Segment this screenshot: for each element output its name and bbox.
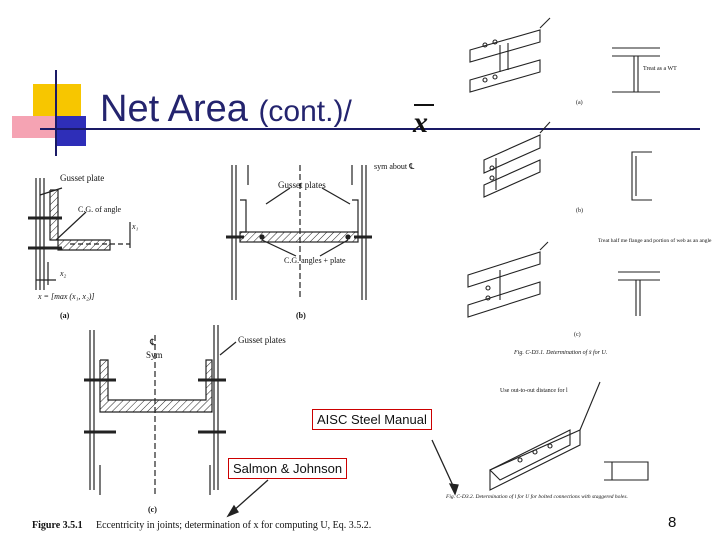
panel-c-caption: (c)	[148, 505, 157, 514]
slide-title-suffix: (cont.)/	[258, 95, 352, 128]
panel-a-drawing	[28, 178, 131, 290]
panel-a-x1-label: x₁	[131, 222, 139, 231]
figure-caption-number: Figure 3.5.1	[32, 520, 83, 531]
panel-a-x2-label: x₂	[59, 269, 67, 278]
aisc-caption-2: Fig. C-D3.2. Determination of l for U fo…	[445, 493, 628, 500]
aisc-label-c: (c)	[574, 331, 581, 338]
panel-b-caption: (b)	[296, 311, 306, 320]
aisc-outout-label: Use out-to-out distance for l	[500, 387, 568, 394]
slide-title: Net Area (cont.)/	[100, 88, 352, 131]
title-symbol-overbar	[414, 104, 434, 106]
title-decoration-blue	[56, 116, 86, 146]
aisc-treat-angle-label: Treat half me flange and portion of web …	[598, 237, 712, 244]
slide-title-main: Net Area	[100, 88, 248, 130]
salmon-johnson-callout: Salmon & Johnson	[228, 458, 348, 479]
panel-b-drawing	[226, 165, 372, 300]
callout-arrows	[226, 439, 459, 518]
panel-c-cl-label: ℄	[149, 337, 156, 347]
panel-a-gusset-label: Gusset plate	[60, 173, 104, 183]
aisc-caption-1: Fig. C-D3.1. Determination of x̄ for U.	[513, 349, 607, 356]
aisc-label-b: (b)	[576, 207, 583, 214]
panel-c-sym-label: Sym	[146, 350, 163, 360]
title-underline	[40, 128, 700, 130]
panel-c-gusset-label: Gusset plates	[238, 335, 286, 345]
panel-b-sym-label: sym about ℄	[374, 162, 415, 171]
panel-a-cg-label: C.G. of angle	[78, 205, 122, 214]
panel-a-caption: (a)	[60, 311, 70, 320]
figure-caption-text: Eccentricity in joints; determination of…	[96, 520, 371, 531]
page-number: 8	[668, 514, 677, 531]
aisc-manual-callout: AISC Steel Manual	[312, 409, 432, 430]
title-symbol: x	[413, 106, 428, 139]
aisc-label-a: (a)	[576, 99, 583, 106]
title-decoration-vertical-line	[55, 70, 57, 156]
aisc-drawing	[467, 17, 660, 491]
panel-b-cg-label: C.G. angles + plate	[284, 256, 346, 265]
panel-b-gusset-label: Gusset plates	[278, 180, 326, 190]
panel-a-formula: x = [max (x₁, x₂)]	[37, 292, 95, 301]
panel-c-drawing	[84, 325, 237, 495]
aisc-treat-wt-label: Treat as a WT	[643, 66, 677, 72]
